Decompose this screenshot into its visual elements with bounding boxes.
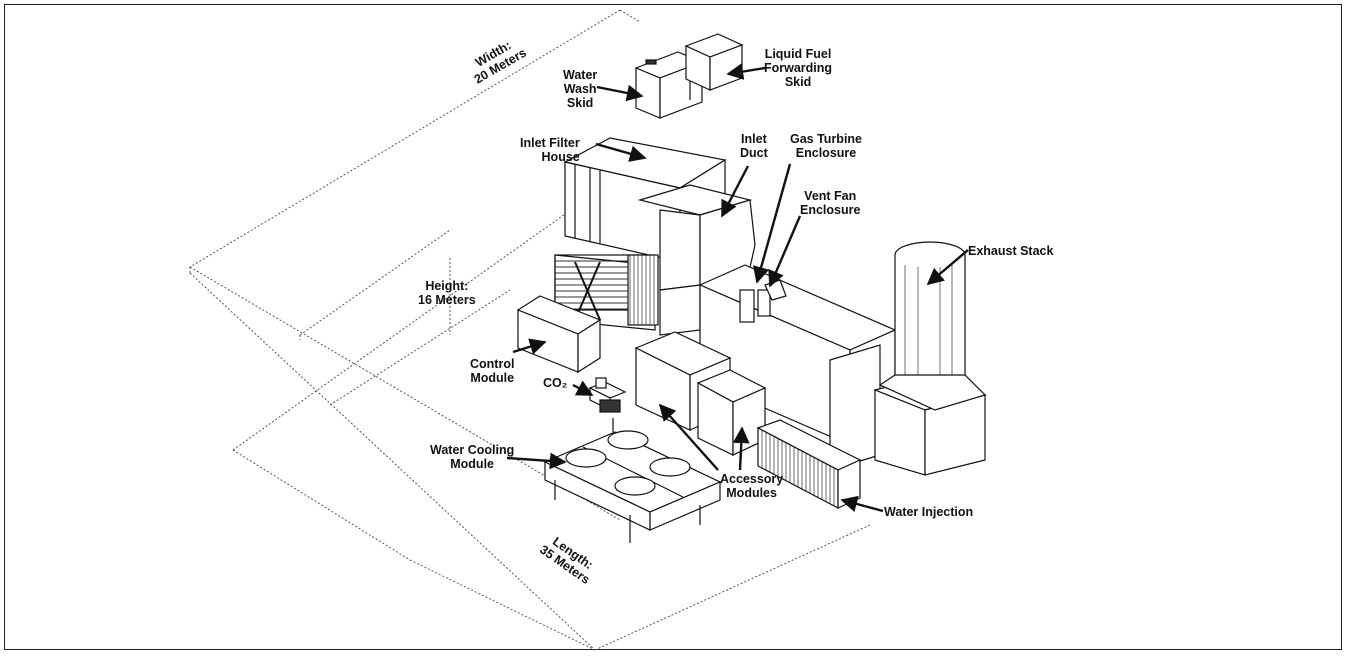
inlet-filter-house-label: Inlet Filter House	[520, 136, 580, 164]
accessory-modules-label: Accessory Modules	[720, 472, 784, 500]
co2-label: CO₂	[543, 376, 568, 390]
water-injection-label: Water Injection	[884, 505, 974, 519]
accessory-modules	[634, 331, 767, 456]
vent-fan-enclosure-label: Vent Fan Enclosure	[800, 189, 861, 217]
gas-turbine-enclosure-label: Gas Turbine Enclosure	[790, 132, 863, 160]
water-wash-skid-label: Water Wash Skid	[563, 68, 598, 110]
control-module	[516, 295, 602, 374]
diagram-frame	[4, 4, 1342, 650]
co2-skid	[588, 377, 627, 413]
control-module-label: Control Module	[470, 357, 515, 385]
exhaust-stack	[829, 241, 987, 476]
callout-arrows	[506, 63, 969, 513]
liquid-fuel-skid-label: Liquid Fuel Forwarding Skid	[764, 47, 833, 89]
height-dimension-label: Height: 16 Meters	[418, 279, 476, 307]
footprint-lines	[189, 9, 871, 651]
liquid-fuel-skid	[684, 33, 744, 91]
water-cooling-module-label: Water Cooling Module	[430, 443, 515, 471]
inlet-duct-label: Inlet Duct	[740, 132, 768, 160]
water-cooling-module	[543, 418, 722, 543]
exhaust-stack-label: Exhaust Stack	[968, 244, 1054, 258]
